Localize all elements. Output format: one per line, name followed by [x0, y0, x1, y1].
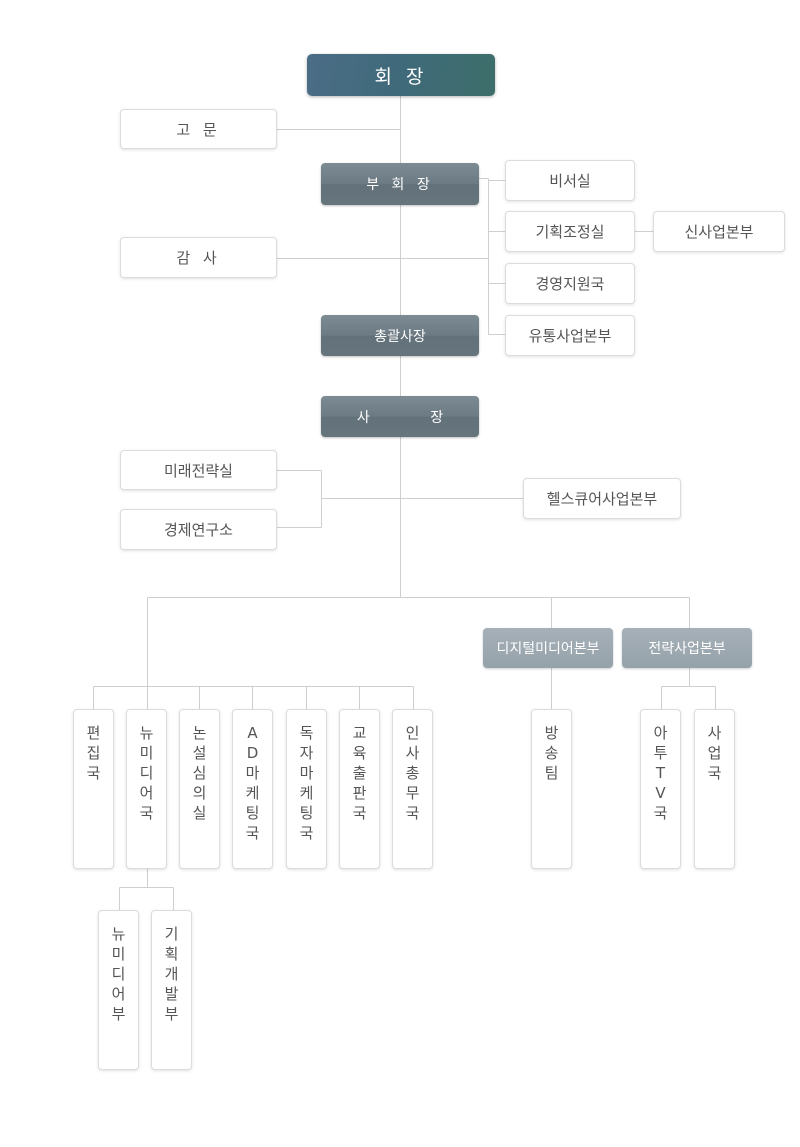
- future-strategy-label: 미래전략실: [163, 461, 233, 480]
- chairman-label: 회 장: [374, 65, 428, 88]
- vice-chairman-box[interactable]: 부 회 장: [321, 163, 479, 205]
- dept-editorial-review[interactable]: 논설심의실: [179, 709, 220, 869]
- advisor-label: 고 문: [176, 120, 221, 139]
- dept-label: 아투TV국: [653, 724, 668, 822]
- dept-reader-marketing[interactable]: 독자마케팅국: [286, 709, 327, 869]
- distribution-box[interactable]: 유통사업본부: [505, 315, 635, 356]
- subdept-planning-development[interactable]: 기획개발부: [151, 910, 192, 1070]
- planning-box[interactable]: 기획조정실: [505, 211, 635, 252]
- dept-label: 기획개발부: [164, 925, 179, 1023]
- dept-business[interactable]: 사업국: [694, 709, 735, 869]
- healthcare-box[interactable]: 헬스큐어사업본부: [523, 478, 681, 519]
- economy-institute-label: 경제연구소: [163, 521, 233, 539]
- chairman-box[interactable]: 회 장: [307, 54, 495, 96]
- dept-atoo-tv[interactable]: 아투TV국: [640, 709, 681, 869]
- auditor-label: 감 사: [176, 249, 221, 267]
- dept-ad-marketing[interactable]: AD마케팅국: [232, 709, 273, 869]
- dept-label: 뉴미디어부: [111, 925, 126, 1023]
- planning-label: 기획조정실: [535, 223, 605, 241]
- president-box[interactable]: 사 장: [321, 396, 479, 437]
- management-support-box[interactable]: 경영지원국: [505, 263, 635, 304]
- dept-new-media[interactable]: 뉴미디어국: [126, 709, 167, 869]
- dept-label: 교육출판국: [352, 724, 367, 822]
- secretary-label: 비서실: [549, 172, 591, 190]
- dept-label: 뉴미디어국: [139, 724, 154, 822]
- dept-hr-general-affairs[interactable]: 인사총무국: [392, 709, 433, 869]
- new-business-box[interactable]: 신사업본부: [653, 211, 785, 252]
- management-support-label: 경영지원국: [535, 275, 605, 293]
- dept-label: 방송팀: [544, 724, 559, 782]
- economy-institute-box[interactable]: 경제연구소: [120, 509, 277, 550]
- digital-media-box[interactable]: 디지털미디어본부: [483, 628, 613, 668]
- advisor-box[interactable]: 고 문: [120, 109, 277, 149]
- new-business-label: 신사업본부: [684, 223, 754, 241]
- dept-label: AD마케팅국: [245, 724, 260, 842]
- dept-broadcast[interactable]: 방송팀: [531, 709, 572, 869]
- dept-label: 독자마케팅국: [299, 724, 314, 842]
- healthcare-label: 헬스큐어사업본부: [546, 490, 658, 508]
- secretary-box[interactable]: 비서실: [505, 160, 635, 201]
- dept-label: 인사총무국: [405, 724, 420, 822]
- auditor-box[interactable]: 감 사: [120, 237, 277, 278]
- subdept-new-media[interactable]: 뉴미디어부: [98, 910, 139, 1070]
- strategy-business-box[interactable]: 전략사업본부: [622, 628, 752, 668]
- digital-media-label: 디지털미디어본부: [496, 641, 600, 657]
- general-president-label: 총괄사장: [374, 328, 426, 345]
- president-label: 사 장: [356, 409, 472, 426]
- vice-chairman-label: 부 회 장: [366, 177, 434, 193]
- dept-editorial[interactable]: 편집국: [73, 709, 114, 869]
- dept-education-publishing[interactable]: 교육출판국: [339, 709, 380, 869]
- strategy-business-label: 전략사업본부: [648, 641, 726, 657]
- dept-label: 논설심의실: [192, 724, 207, 822]
- dept-label: 사업국: [707, 724, 722, 782]
- general-president-box[interactable]: 총괄사장: [321, 315, 479, 356]
- distribution-label: 유통사업본부: [528, 327, 612, 345]
- future-strategy-box[interactable]: 미래전략실: [120, 450, 277, 490]
- dept-label: 편집국: [86, 724, 101, 782]
